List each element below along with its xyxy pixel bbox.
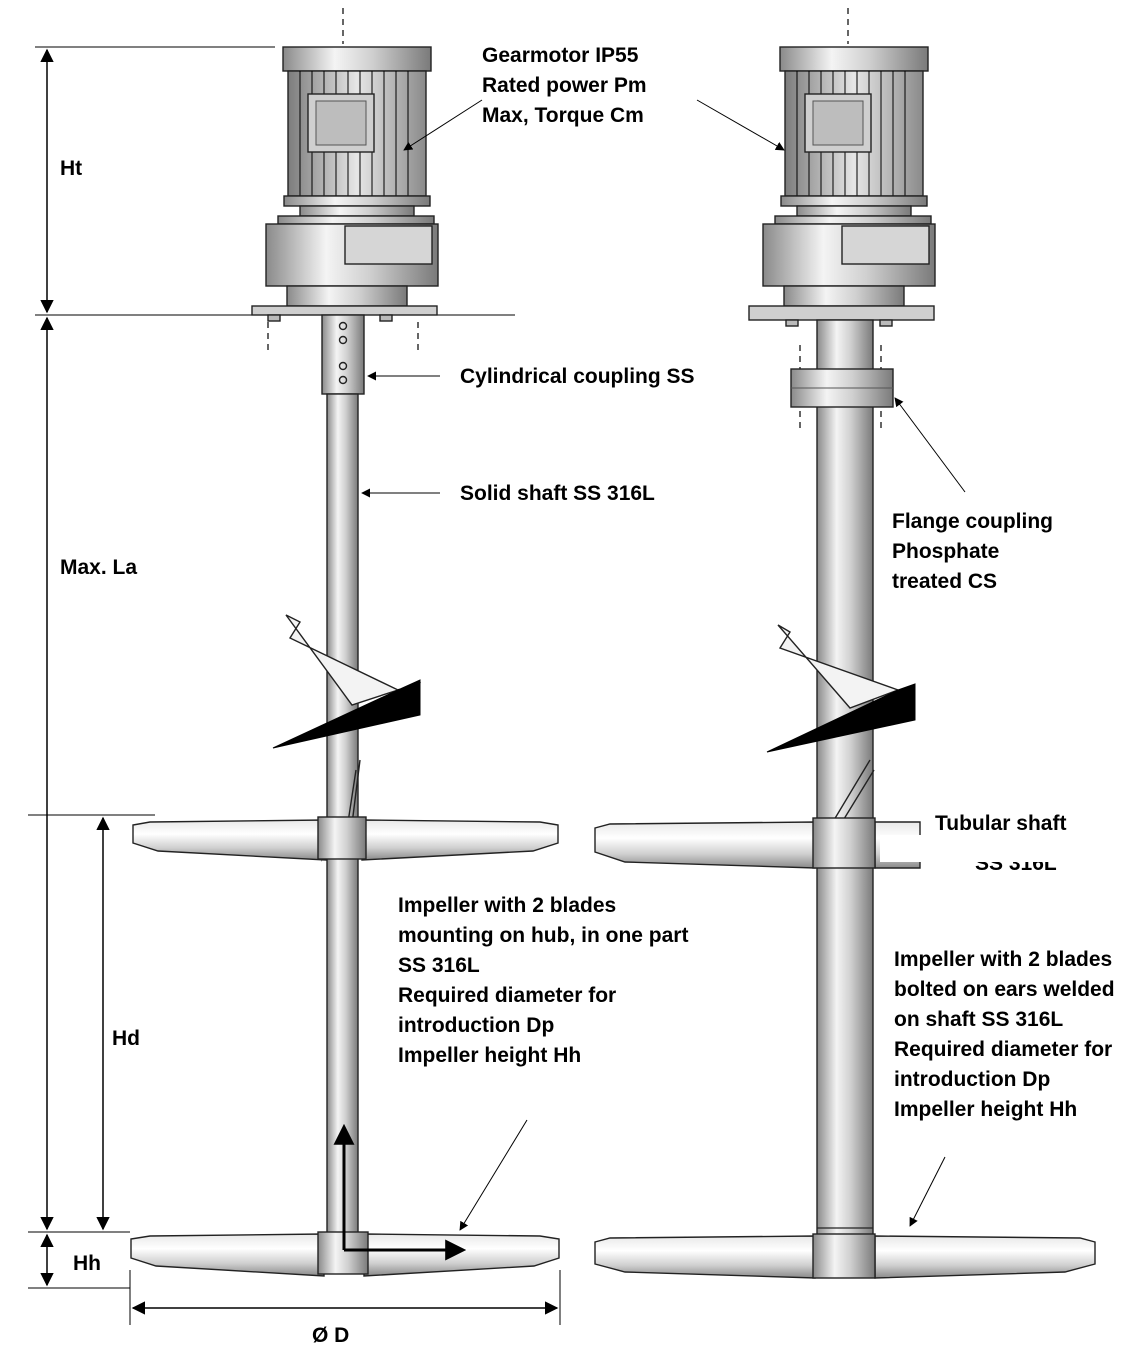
- leader-lines: [361, 99, 966, 1231]
- right-agitator: [594, 8, 1096, 1279]
- lower-impeller-hub: [317, 1231, 369, 1275]
- lower-impeller-ears: [812, 1233, 876, 1279]
- dim-ht-label: Ht: [60, 157, 82, 180]
- right-impeller-label: Impeller with 2 blades bolted on ears we…: [894, 948, 1120, 1121]
- gearmotor-label: Gearmotor IP55 Rated power Pm Max, Torqu…: [482, 44, 652, 127]
- upper-impeller-right-blade: [361, 819, 559, 861]
- flow-direction-arrows: [333, 1123, 467, 1261]
- solid-shaft-label: Solid shaft SS 316L: [460, 482, 655, 505]
- mounting-flange: [251, 305, 438, 316]
- cylindrical-coupling: [321, 314, 365, 395]
- lower-impeller-left-blade: [130, 1233, 325, 1277]
- dim-d-label: Ø D: [312, 1324, 349, 1347]
- tubular-shaft: [816, 319, 874, 1276]
- dim-hd-label: Hd: [112, 1027, 140, 1050]
- mounting-flange: [748, 305, 935, 321]
- flange-coupling-label: Flange coupling Phosphate treated CS: [892, 510, 1059, 593]
- lower-impeller-right-blade: [363, 1233, 560, 1277]
- cylindrical-coupling-label: Cylindrical coupling SS: [460, 365, 695, 388]
- upper-impeller-left-blade: [132, 819, 327, 861]
- left-impeller-label: Impeller with 2 blades mounting on hub, …: [398, 894, 694, 1067]
- tubular-shaft-label-partial: Tubular shaft SS 316L: [880, 812, 1135, 894]
- upper-impeller-hub: [317, 816, 367, 860]
- dimension-lines: [28, 46, 561, 1325]
- dim-la-label: Max. La: [60, 556, 137, 579]
- dim-hh-label: Hh: [73, 1252, 101, 1275]
- left-agitator: [130, 8, 560, 1277]
- motor-top-cap: [282, 46, 432, 72]
- upper-impeller-ears: [812, 817, 876, 869]
